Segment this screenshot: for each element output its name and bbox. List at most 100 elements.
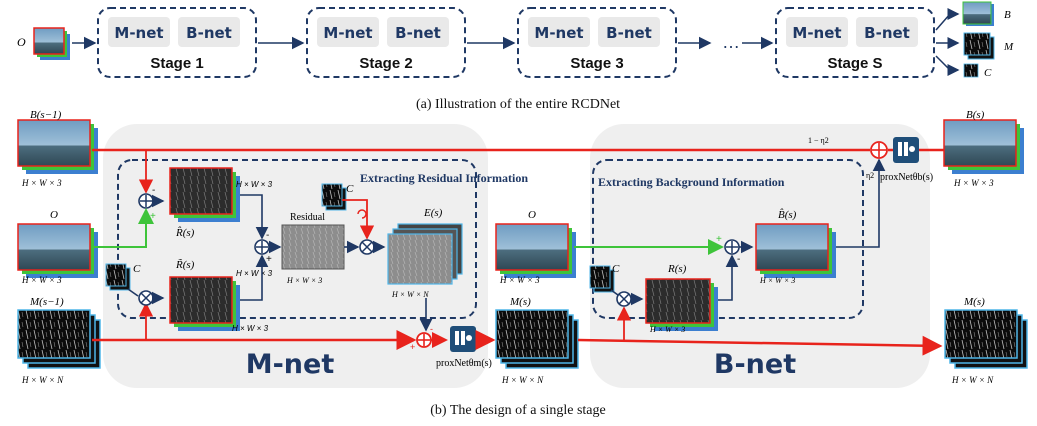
svg-text:+: + xyxy=(716,234,722,245)
conv-node-e xyxy=(359,239,375,255)
background-title: Extracting Background Information xyxy=(598,175,785,189)
b-out-image xyxy=(943,119,1024,174)
e-label: E(s) xyxy=(423,207,443,219)
o-image xyxy=(17,223,98,278)
c-kernel-image-mid xyxy=(321,183,347,211)
eta-label: η2 xyxy=(866,171,874,180)
o-label-middle: O xyxy=(528,209,536,221)
svg-text:+: + xyxy=(150,211,156,222)
stage-3-bnet: B-net xyxy=(606,24,652,42)
residual-image xyxy=(281,224,345,270)
stage-1-name: Stage 1 xyxy=(150,55,203,72)
m-s-dim: H × W × N xyxy=(501,375,544,385)
m-out-dim: H × W × N xyxy=(951,375,994,385)
b-prev-image xyxy=(17,119,98,174)
r-s-dim: H × W × 3 xyxy=(649,325,685,334)
stage-s-bnet: B-net xyxy=(864,24,910,42)
b-out-label: B(s) xyxy=(966,109,985,121)
stage-3-mnet: M-net xyxy=(534,24,583,42)
output-b-image xyxy=(962,1,994,26)
conv-node-rtilde xyxy=(138,290,154,306)
stage-3-box: M-net B-net Stage 3 xyxy=(517,7,677,78)
proxnet-m-label: proxNetθm(s) xyxy=(436,358,492,369)
c-kernel-image-right xyxy=(589,265,615,293)
e-stack xyxy=(387,223,463,285)
part-b: M-net B-net Extracting Residual Informat… xyxy=(17,109,1028,418)
part-a: O M-net B-net Stage 1 M-net B-net Stage … xyxy=(17,1,1014,112)
stage-1-mnet: M-net xyxy=(114,24,163,42)
svg-text:-: - xyxy=(430,324,433,334)
r-hat-dim: H × W × 3 xyxy=(236,180,273,189)
r-s-label: R(s) xyxy=(667,263,687,275)
c-label-right: C xyxy=(612,263,620,275)
residual-box xyxy=(117,159,477,319)
m-out-label: M(s) xyxy=(963,296,985,308)
output-c-label: C xyxy=(984,67,992,79)
caption-b: (b) The design of a single stage xyxy=(430,403,605,418)
stage-1-bnet: B-net xyxy=(186,24,232,42)
mnet-label: M-net xyxy=(246,349,335,380)
stage-3-name: Stage 3 xyxy=(570,55,623,72)
background-box xyxy=(592,159,864,319)
stage-2-mnet: M-net xyxy=(323,24,372,42)
output-b-label: B xyxy=(1004,9,1011,21)
residual-title: Extracting Residual Information xyxy=(360,171,528,185)
stage-2-name: Stage 2 xyxy=(359,55,412,72)
r-tilde-dim: H × W × 3 xyxy=(236,269,273,278)
bnet-label: B-net xyxy=(714,349,796,380)
svg-text:-: - xyxy=(152,185,155,196)
svg-text:+: + xyxy=(410,342,415,352)
m-prev-dim: H × W × N xyxy=(21,375,64,385)
stage-s-mnet: M-net xyxy=(792,24,841,42)
r-hat-stack xyxy=(169,167,240,222)
m-s-label: M(s) xyxy=(509,296,531,308)
sum-node-residual xyxy=(254,239,270,255)
output-c-image xyxy=(963,63,979,78)
residual-dim: H × W × 3 xyxy=(286,276,322,285)
r-tilde-bottom-dim: H × W × 3 xyxy=(232,324,269,333)
stage-ellipsis: … xyxy=(722,32,740,52)
input-o-label: O xyxy=(17,35,26,49)
c-label-mid: C xyxy=(346,183,354,195)
svg-text:+: + xyxy=(266,254,272,265)
b-hat-label: B̂(s) xyxy=(778,208,797,221)
m-s-stack xyxy=(495,309,579,369)
proxnet-b-icon xyxy=(893,137,919,163)
c-label-left: C xyxy=(133,263,141,275)
stage-s-name: Stage S xyxy=(827,55,882,72)
caption-a: (a) Illustration of the entire RCDNet xyxy=(416,97,620,112)
b-prev-dim: H × W × 3 xyxy=(21,178,62,188)
stage-s-box: M-net B-net Stage S xyxy=(775,7,935,78)
proxnet-m-icon xyxy=(450,326,476,352)
b-hat-stack xyxy=(755,223,836,278)
one-minus-eta-label: 1 − η2 xyxy=(808,136,829,145)
conv-node-r xyxy=(616,291,632,307)
o-image-middle xyxy=(495,223,576,278)
stage-1-box: M-net B-net Stage 1 xyxy=(97,7,257,78)
m-out-image xyxy=(944,309,1028,369)
svg-text:-: - xyxy=(266,230,269,241)
output-m-image xyxy=(963,32,995,60)
input-image-o xyxy=(33,27,70,60)
output-m-label: M xyxy=(1003,41,1014,53)
r-tilde-label: R̃(s) xyxy=(175,258,195,271)
sum-node-rhat xyxy=(138,193,154,209)
svg-text:-: - xyxy=(737,254,740,265)
o-dim-middle: H × W × 3 xyxy=(499,275,540,285)
stage-2-bnet: B-net xyxy=(395,24,441,42)
b-out-dim: H × W × 3 xyxy=(953,178,994,188)
b-prev-label: B(s−1) xyxy=(30,109,62,121)
residual-label: Residual xyxy=(290,212,325,223)
m-prev-label: M(s−1) xyxy=(29,296,64,308)
proxnet-b-label: proxNetθb(s) xyxy=(880,172,933,183)
e-dim: H × W × N xyxy=(391,290,429,299)
b-hat-dim: H × W × 3 xyxy=(759,276,795,285)
sum-node-bhat xyxy=(724,239,740,255)
sum-node-mnet xyxy=(416,332,432,348)
r-hat-label: R̂(s) xyxy=(175,226,195,239)
stage-2-box: M-net B-net Stage 2 xyxy=(306,7,466,78)
o-label: O xyxy=(50,209,58,221)
o-dim: H × W × 3 xyxy=(21,275,62,285)
